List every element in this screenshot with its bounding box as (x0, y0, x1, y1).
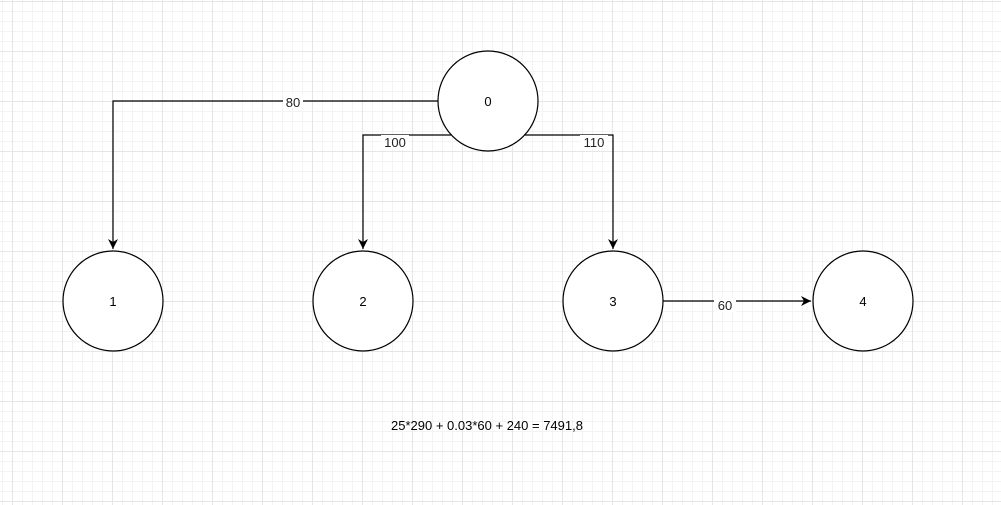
svg-text:60: 60 (718, 298, 732, 313)
edge-0-1[interactable] (108, 100, 438, 249)
edge-label-0-1: 80 (283, 94, 303, 110)
node-4[interactable]: 4 (812, 250, 914, 352)
formula-text[interactable]: 25*290 + 0.03*60 + 240 = 7491,8 (391, 418, 583, 433)
svg-text:0: 0 (484, 94, 491, 109)
svg-text:100: 100 (384, 135, 406, 150)
node-0[interactable]: 0 (437, 50, 539, 152)
node-3[interactable]: 3 (562, 250, 664, 352)
svg-text:4: 4 (859, 294, 866, 309)
svg-text:1: 1 (109, 294, 116, 309)
node-1[interactable]: 1 (62, 250, 164, 352)
edge-label-3-4: 60 (714, 298, 736, 313)
svg-text:110: 110 (584, 135, 605, 150)
svg-text:3: 3 (609, 294, 616, 309)
edge-0-3[interactable] (523, 134, 618, 249)
edge-label-0-3: 110 (580, 135, 608, 150)
node-2[interactable]: 2 (312, 250, 414, 352)
edge-label-0-2: 100 (381, 135, 409, 150)
svg-text:80: 80 (286, 95, 300, 110)
edge-0-2[interactable] (358, 134, 451, 249)
svg-text:2: 2 (359, 294, 366, 309)
